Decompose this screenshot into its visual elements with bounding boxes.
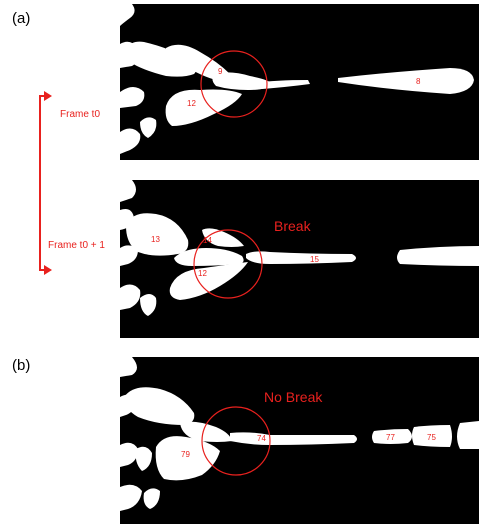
frame-t0-plus-1-panel: Break 13 14 12 15 bbox=[120, 180, 479, 338]
blob-label-75: 75 bbox=[427, 433, 436, 442]
section-label-a: (a) bbox=[12, 10, 30, 27]
no-break-annotation: No Break bbox=[264, 389, 323, 405]
frame-t0-panel: 9 8 12 bbox=[120, 4, 479, 160]
blob-label-79: 79 bbox=[181, 450, 190, 459]
section-label-b: (b) bbox=[12, 357, 30, 374]
blob-label-12: 12 bbox=[198, 269, 207, 278]
frame-t0-plus-1-label: Frame t0 + 1 bbox=[48, 240, 105, 251]
blob-label-14: 14 bbox=[203, 236, 212, 245]
blob-label-12: 12 bbox=[187, 99, 196, 108]
break-annotation: Break bbox=[274, 218, 312, 234]
blob-label-77: 77 bbox=[386, 433, 395, 442]
blob-label-8: 8 bbox=[416, 77, 421, 86]
no-break-panel: No Break 79 74 77 75 bbox=[120, 357, 479, 524]
blob-label-9: 9 bbox=[218, 67, 223, 76]
blob-label-74: 74 bbox=[257, 434, 266, 443]
blob-label-15: 15 bbox=[310, 255, 319, 264]
frame-t0-label: Frame t0 bbox=[60, 109, 100, 120]
blob-label-13: 13 bbox=[151, 235, 160, 244]
